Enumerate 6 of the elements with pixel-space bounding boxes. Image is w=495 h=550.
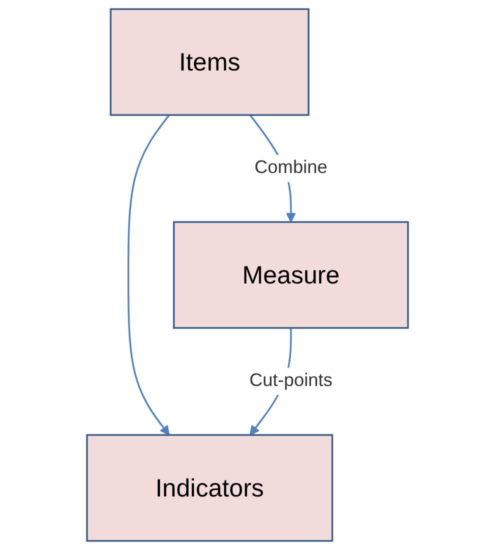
node-box: Indicators: [86, 434, 334, 542]
arrow: [127, 114, 170, 436]
node-box: Items: [110, 8, 310, 116]
node-box: Measure: [173, 221, 409, 329]
edge-label: Combine: [254, 158, 328, 178]
edge-label: Cut-points: [249, 371, 332, 391]
